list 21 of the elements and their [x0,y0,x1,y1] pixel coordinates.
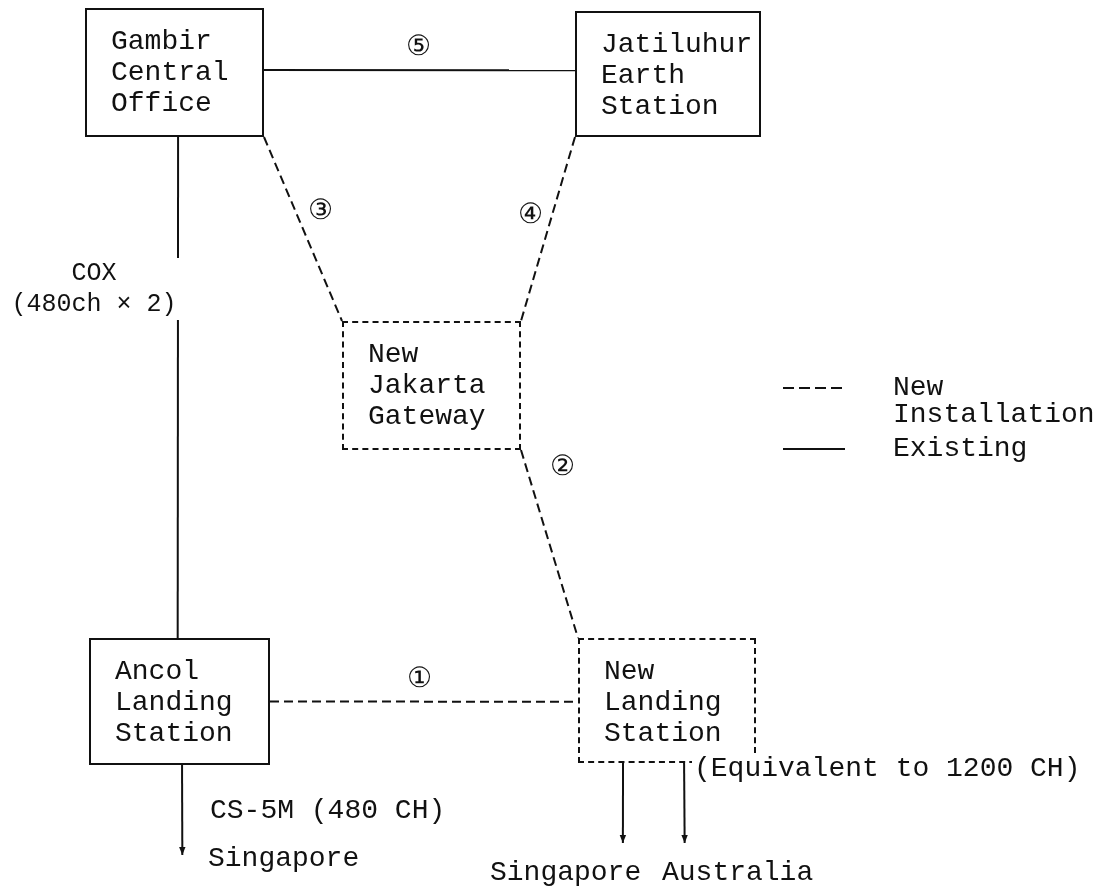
station-box [85,8,264,137]
station-name: New Landing Station [604,656,723,749]
legend-label: Existing [893,435,1028,462]
dashed-station-box [342,321,521,450]
station-box [575,11,761,137]
arrow [681,762,688,845]
destination-label: Australia [662,857,814,888]
legend-label: New Installation [893,374,1095,428]
station-name: Gambir Central Office [111,26,230,119]
destination-label: Singapore [490,857,642,888]
connector-line [520,449,579,639]
station-name: Ancol Landing Station [115,656,234,749]
station-name: Jatiluhur Earth Station [601,29,754,122]
arrow [619,762,627,845]
station-box [89,638,270,765]
arrow [179,764,186,857]
station-name: New Jakarta Gateway [368,339,487,432]
connector-line [263,68,576,72]
connector-line [263,136,343,322]
destination-label: Singapore [208,843,360,874]
connector-line [520,136,576,322]
